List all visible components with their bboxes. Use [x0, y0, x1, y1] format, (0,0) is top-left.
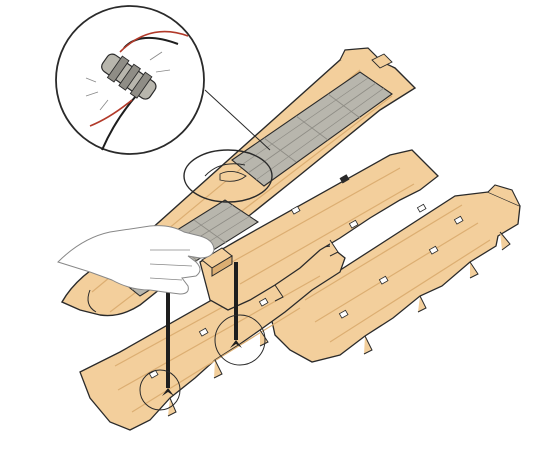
- roof-tile-top: [199, 149, 439, 311]
- cable-right: [230, 262, 242, 348]
- pv-panel-upper: [231, 71, 393, 187]
- roof-tile-right: [269, 184, 521, 363]
- connection-circle-right: [214, 314, 266, 366]
- hand-icon: [57, 225, 215, 295]
- connector-plug-icon: [101, 53, 157, 100]
- magnifier-callout: [183, 89, 273, 203]
- junction-box: [201, 247, 233, 277]
- connection-circle-left: [139, 369, 181, 411]
- connector-detail: [55, 5, 205, 155]
